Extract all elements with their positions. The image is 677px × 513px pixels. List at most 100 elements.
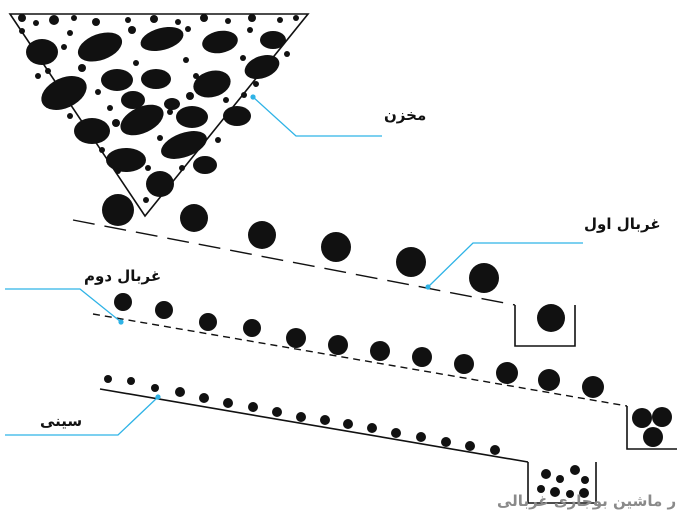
hopper-grain xyxy=(150,15,158,23)
hopper-grain xyxy=(241,92,247,98)
tray-label: سینی xyxy=(40,412,82,430)
first-sieve-leader xyxy=(425,242,583,290)
large-grain xyxy=(248,221,276,249)
large-grain xyxy=(102,194,134,226)
small-grain xyxy=(537,485,545,493)
hopper-grain xyxy=(120,104,164,136)
first-sieve-leader-line xyxy=(427,242,583,288)
hopper-grain xyxy=(215,137,221,143)
small-grain xyxy=(465,441,475,451)
hopper-grain xyxy=(106,148,146,172)
small-grain xyxy=(272,407,282,417)
hopper-grain xyxy=(248,14,256,22)
hopper-grain xyxy=(200,14,208,22)
hopper-grain xyxy=(33,20,39,26)
hopper-grain xyxy=(49,15,59,25)
small-grain xyxy=(104,375,112,383)
hopper-grain xyxy=(240,55,246,61)
hopper-grain xyxy=(193,156,217,174)
hopper-grain xyxy=(45,68,51,74)
hopper-grain xyxy=(71,15,77,21)
first-sieve xyxy=(72,194,576,347)
tray-surface xyxy=(99,388,529,463)
small-grain xyxy=(490,445,500,455)
medium-grain xyxy=(454,354,474,374)
tray-leader xyxy=(5,394,161,436)
small-grain xyxy=(579,488,589,498)
first-sieve-screen xyxy=(72,219,516,306)
medium-grain xyxy=(243,319,261,337)
medium-grain xyxy=(328,335,348,355)
hopper-grain xyxy=(260,31,286,49)
medium-grain xyxy=(582,376,604,398)
small-grain xyxy=(556,475,564,483)
small-grain xyxy=(441,437,451,447)
medium-grain xyxy=(632,408,652,428)
hopper-grain xyxy=(161,131,207,159)
hopper-grain xyxy=(145,165,151,171)
first-sieve-label: غربال اول xyxy=(584,215,661,233)
small-grain xyxy=(296,412,306,422)
medium-grain xyxy=(643,427,663,447)
hopper-grain xyxy=(193,73,199,79)
hopper-grain xyxy=(179,165,185,171)
hopper-grain xyxy=(247,27,253,33)
hopper-grain xyxy=(175,19,181,25)
medium-grain xyxy=(652,407,672,427)
hopper-grain xyxy=(115,168,121,174)
hopper-grain xyxy=(95,89,101,95)
medium-grain xyxy=(155,301,173,319)
small-grain xyxy=(199,393,209,403)
hopper-grain xyxy=(167,109,173,115)
hopper-grain xyxy=(101,69,133,91)
hopper-grain xyxy=(133,60,139,66)
small-grain xyxy=(127,377,135,385)
hopper-grain xyxy=(185,26,191,32)
hopper-grain xyxy=(35,73,41,79)
hopper-grain xyxy=(61,44,67,50)
hopper-grain xyxy=(26,39,58,65)
medium-grain xyxy=(538,369,560,391)
second-sieve xyxy=(92,293,677,450)
medium-grain xyxy=(114,293,132,311)
second-sieve-bin xyxy=(626,406,677,450)
hopper-grain xyxy=(78,64,86,72)
hopper xyxy=(8,13,310,218)
hopper-grain xyxy=(183,57,189,63)
medium-grain xyxy=(199,313,217,331)
hopper-grain xyxy=(128,26,136,34)
hopper-leader-line xyxy=(252,96,382,137)
hopper-grain xyxy=(223,97,229,103)
hopper-grain xyxy=(253,81,259,87)
hopper-grain xyxy=(107,105,113,111)
tray-bin xyxy=(527,462,597,504)
second-sieve-leader xyxy=(5,288,124,325)
small-grain xyxy=(566,490,574,498)
hopper-grain xyxy=(293,15,299,21)
hopper-grain xyxy=(92,18,100,26)
hopper-grain xyxy=(19,28,25,34)
hopper-grain xyxy=(77,32,123,62)
hopper-leader xyxy=(250,94,382,137)
small-grain xyxy=(550,487,560,497)
small-grain xyxy=(175,387,185,397)
hopper-grain xyxy=(125,17,131,23)
hopper-grain xyxy=(157,135,163,141)
hopper-grain xyxy=(244,54,280,80)
hopper-grain xyxy=(67,30,73,36)
small-grain xyxy=(416,432,426,442)
small-grain xyxy=(367,423,377,433)
second-sieve-screen xyxy=(92,313,628,407)
hopper-grain xyxy=(41,76,87,110)
small-grain xyxy=(570,465,580,475)
hopper-grain xyxy=(143,197,149,203)
hopper-grain xyxy=(193,70,231,98)
medium-grain xyxy=(412,347,432,367)
second-sieve-leader-line xyxy=(5,288,122,323)
large-grain xyxy=(180,204,208,232)
tray-grains xyxy=(104,375,589,498)
first-sieve-grains xyxy=(102,194,565,332)
second-sieve-grains xyxy=(114,293,672,447)
small-grain xyxy=(248,402,258,412)
